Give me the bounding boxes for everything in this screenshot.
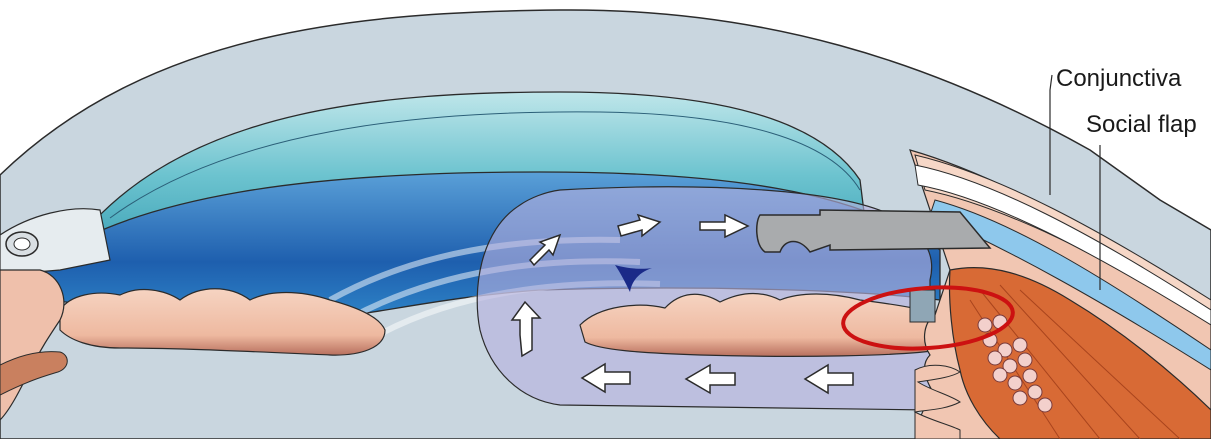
schlemm-canal-left bbox=[6, 232, 38, 256]
conjunctiva-label: Conjunctiva bbox=[1056, 65, 1182, 92]
scleral-flap-label: Social flap bbox=[1086, 111, 1197, 138]
instrument-probe bbox=[910, 290, 935, 322]
